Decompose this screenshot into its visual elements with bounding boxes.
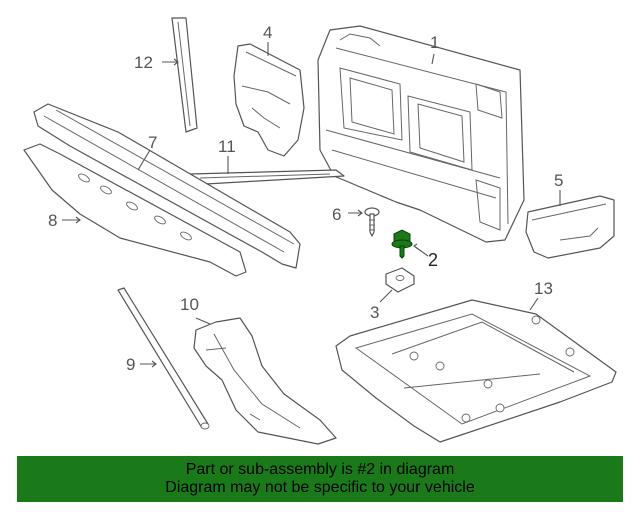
callout-8: 8 xyxy=(48,211,57,230)
exploded-parts-diagram: 1 2 3 4 5 6 7 8 9 10 11 12 13 xyxy=(23,17,617,445)
callout-3: 3 xyxy=(370,303,379,322)
callout-9: 9 xyxy=(126,355,135,374)
part-3-clip-nut xyxy=(385,267,415,293)
part-5-bracket xyxy=(525,195,615,259)
part-9-rod xyxy=(117,287,210,430)
part-8-lower-panel xyxy=(23,143,247,277)
part-12-strip xyxy=(171,17,198,133)
callout-7: 7 xyxy=(148,133,157,152)
callout-10: 10 xyxy=(180,295,199,314)
part-4-duct xyxy=(233,43,305,157)
banner-line-disclaimer: Diagram may not be specific to your vehi… xyxy=(165,479,475,496)
callout-12: 12 xyxy=(134,53,153,72)
callout-1: 1 xyxy=(430,33,439,52)
callout-5: 5 xyxy=(554,171,563,190)
part-7-upper-rail xyxy=(33,103,301,269)
part-6-screw xyxy=(364,207,380,237)
part-info-banner: Part or sub-assembly is #2 in diagram Di… xyxy=(17,456,623,502)
part-1-front-frame xyxy=(317,25,525,243)
callout-13: 13 xyxy=(534,279,553,298)
part-10-side-panel xyxy=(193,317,337,445)
callout-2: 2 xyxy=(428,250,438,270)
part-13-underbody-shield xyxy=(335,299,617,443)
callout-leaders xyxy=(62,42,561,368)
part-2-bolt-highlighted xyxy=(391,229,413,259)
callout-4: 4 xyxy=(263,23,272,42)
part-11-strip xyxy=(189,169,345,185)
callout-11: 11 xyxy=(218,137,236,156)
banner-line-part: Part or sub-assembly is #2 in diagram xyxy=(185,461,455,478)
callout-6: 6 xyxy=(332,205,341,224)
